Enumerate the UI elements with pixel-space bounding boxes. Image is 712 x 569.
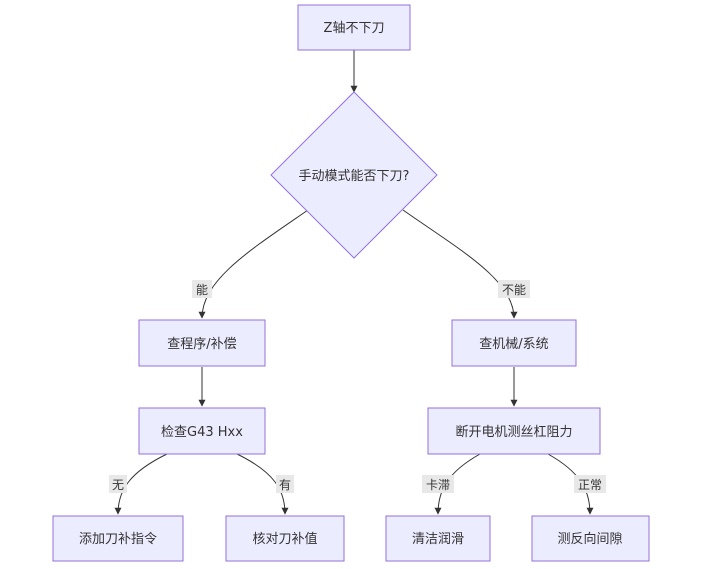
node-check-mech: 查机械/系统 (451, 319, 577, 367)
node-decision-label: 手动模式能否下刀? (299, 169, 410, 184)
edge-label-can: 能 (192, 280, 212, 298)
node-decision: 手动模式能否下刀? (270, 91, 438, 259)
node-start: Z轴不下刀 (297, 4, 411, 51)
node-check-program-label: 查程序/补偿 (167, 337, 236, 352)
edge-label-normal: 正常 (574, 475, 606, 493)
edge-label-can-text: 能 (196, 283, 208, 297)
edge-label-cannot: 不能 (498, 280, 530, 298)
node-verify-comp: 核对刀补值 (225, 515, 345, 562)
edge-decision-to-check-mech (402, 209, 518, 319)
node-verify-comp-label: 核对刀补值 (252, 531, 317, 547)
edge-label-none-text: 无 (112, 478, 124, 492)
edge-label-cannot-text: 不能 (502, 283, 526, 297)
node-check-g43-label: 检查G43 Hxx (161, 425, 243, 440)
node-disconnect: 断开电机测丝杠阻力 (427, 407, 601, 455)
node-disconnect-label: 断开电机测丝杠阻力 (455, 424, 572, 440)
node-add-comp-label: 添加刀补指令 (79, 532, 157, 547)
node-check-mech-label: 查机械/系统 (479, 337, 548, 352)
edge-label-none: 无 (109, 475, 127, 493)
node-start-label: Z轴不下刀 (324, 21, 385, 36)
node-check-g43: 检查G43 Hxx (138, 407, 266, 455)
edge-label-normal-text: 正常 (578, 478, 602, 492)
node-backlash-label: 测反向间隙 (557, 531, 622, 547)
edge-label-has-text: 有 (279, 478, 291, 492)
node-check-program: 查程序/补偿 (138, 319, 266, 367)
edge-label-stuck-text: 卡滞 (426, 478, 450, 492)
node-clean: 清洁润滑 (385, 515, 491, 562)
node-clean-label: 清洁润滑 (412, 532, 464, 547)
edge-label-stuck: 卡滞 (422, 475, 454, 493)
node-backlash: 测反向间隙 (531, 515, 650, 562)
edge-label-has: 有 (276, 475, 294, 493)
edge-check-g43-to-verify-comp (236, 453, 289, 515)
edge-check-g43-to-add-comp (114, 453, 168, 515)
edge-decision-to-check-program (198, 209, 309, 319)
node-add-comp: 添加刀补指令 (52, 515, 184, 562)
